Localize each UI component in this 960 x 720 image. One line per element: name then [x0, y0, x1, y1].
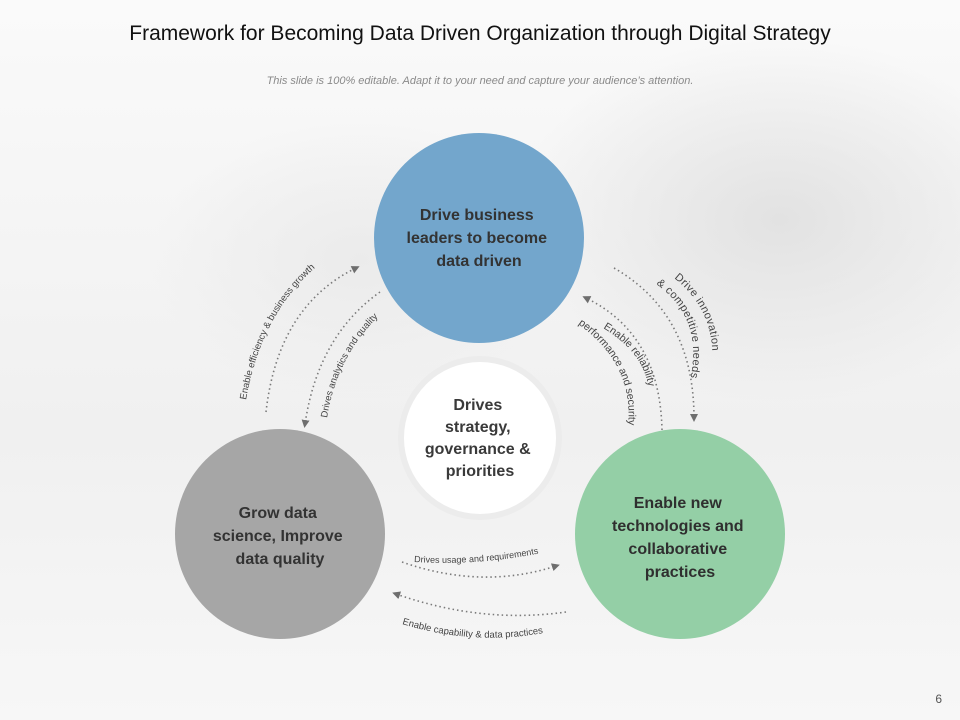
slide-subtitle: This slide is 100% editable. Adapt it to… — [266, 75, 694, 87]
arrow-label-left-outer: Enable efficiency & business growth — [238, 262, 317, 401]
arrow-left-outer — [265, 266, 360, 413]
center-circle — [404, 362, 556, 514]
center-circle-text: Drives strategy, governance & priorities — [425, 397, 535, 480]
arrow-left-inner — [301, 291, 381, 428]
left-circle-text: Grow data science, Improve data quality — [213, 505, 347, 568]
top-circle-text: Drive business leaders to become data dr… — [407, 207, 552, 270]
arrow-bottom-lower — [392, 591, 567, 617]
left-circle — [175, 429, 385, 639]
right-circle — [575, 429, 785, 639]
right-circle-text: Enable new technologies and collaborativ… — [612, 495, 748, 581]
arrow-label-left-inner: Drives analytics and quality — [319, 311, 380, 418]
page-number: 6 — [935, 692, 942, 706]
slide-title: Framework for Becoming Data Driven Organ… — [129, 22, 831, 45]
arrow-right-outer — [613, 267, 698, 422]
arrow-bottom-upper — [401, 561, 560, 578]
arrow-label-bottom-upper: Drives usage and requirements — [414, 546, 540, 565]
arrow-label-bottom-lower: Enable capability & data practices — [401, 616, 544, 640]
top-circle — [374, 133, 584, 343]
